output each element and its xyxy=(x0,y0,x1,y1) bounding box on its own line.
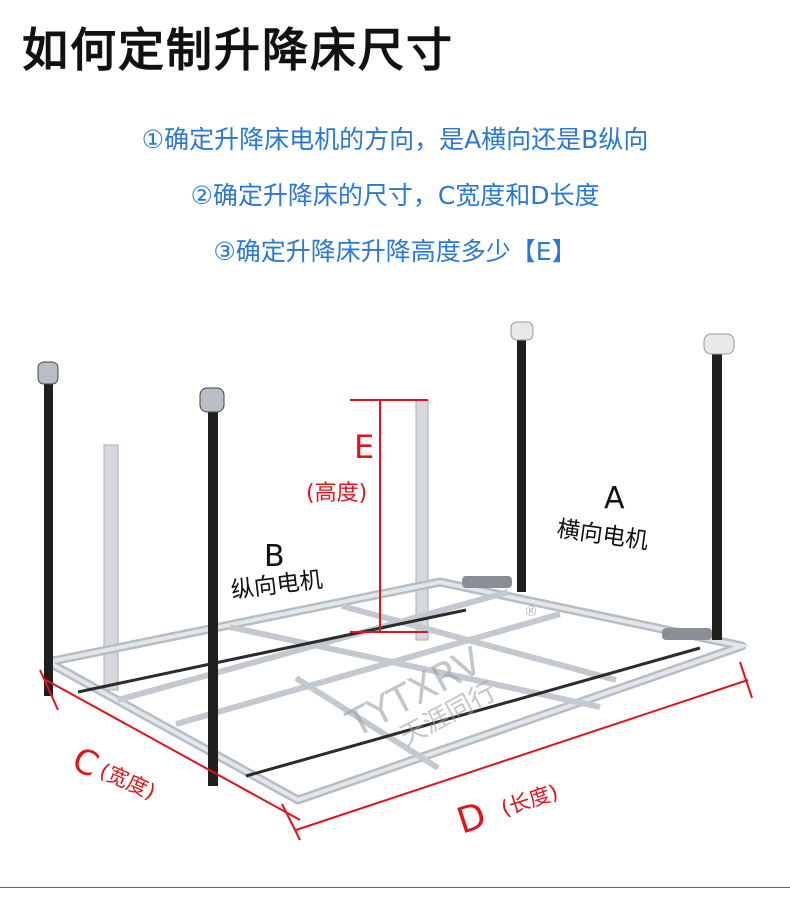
width-label: (宽度) xyxy=(96,759,159,805)
bottom-divider xyxy=(0,887,790,888)
step-2: ②确定升降床的尺寸，C宽度和D长度 xyxy=(190,181,600,210)
watermark-mark: ® xyxy=(524,604,538,620)
motor-b-letter: B xyxy=(264,539,285,574)
step-1: ①确定升降床电机的方向，是A横向还是B纵向 xyxy=(141,125,649,154)
motor-posts xyxy=(37,321,735,786)
rear-left-guide-post xyxy=(103,444,119,691)
instruction-list: ①确定升降床电机的方向，是A横向还是B纵向 ②确定升降床的尺寸，C宽度和D长度 … xyxy=(0,118,790,286)
step-3: ③确定升降床升降高度多少【E】 xyxy=(213,237,577,266)
length-dimension xyxy=(295,661,753,831)
page-title: 如何定制升降床尺寸 xyxy=(22,23,454,77)
motor-b-label: 纵向电机 xyxy=(230,567,324,604)
width-dimension xyxy=(39,669,301,841)
motor-a-letter: A xyxy=(604,481,625,516)
front-right-post xyxy=(712,348,722,640)
length-letter: D xyxy=(452,795,491,843)
rear-right-post xyxy=(517,336,526,592)
height-dimension xyxy=(350,399,428,633)
height-letter: E xyxy=(354,428,374,466)
lift-bed-diagram: E (高度) A 横向电机 B 纵向电机 C (宽度) D (长度) TYTXR… xyxy=(0,300,790,860)
motor-a-label: 横向电机 xyxy=(555,516,650,555)
front-left-post xyxy=(44,372,53,696)
motor-housing-b xyxy=(662,628,712,640)
height-label: (高度) xyxy=(306,481,367,506)
lift-bed-illustration: E (高度) A 横向电机 B 纵向电机 C (宽度) D (长度) TYTXR… xyxy=(37,321,753,843)
motor-housing-a xyxy=(462,576,512,588)
rear-middle-guide-post xyxy=(415,399,429,641)
length-label: (长度) xyxy=(498,780,561,821)
front-middle-post xyxy=(208,400,218,786)
